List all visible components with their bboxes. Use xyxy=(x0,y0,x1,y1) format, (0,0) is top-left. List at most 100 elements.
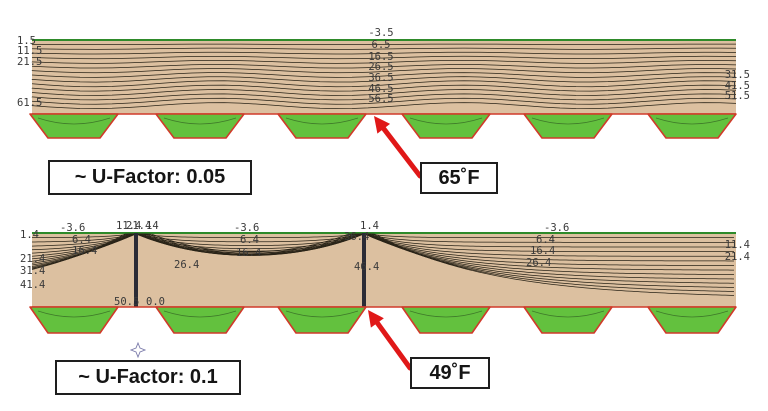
isotherm-label: 11.4 xyxy=(725,239,750,251)
isotherm-label: -3.6 xyxy=(544,222,569,234)
cavity-isotherm xyxy=(37,310,111,318)
isotherm-line xyxy=(31,76,737,83)
cavity-isotherm xyxy=(37,117,111,125)
top-wall-section xyxy=(29,39,737,139)
cavity-isotherm xyxy=(409,310,483,318)
isotherm-label: 21.4 xyxy=(725,251,750,263)
cavity-6 xyxy=(647,113,737,139)
cavity-2 xyxy=(155,306,245,334)
isotherm-line xyxy=(31,51,737,55)
cavity-3 xyxy=(277,306,367,334)
cavity-isotherm xyxy=(531,310,605,318)
isotherm-label: 21.5 xyxy=(17,56,42,68)
isotherm-line xyxy=(31,233,735,288)
isotherm-label: 0.0 xyxy=(146,296,165,308)
steel-stud-2 xyxy=(362,233,366,307)
cavity-4 xyxy=(401,306,491,334)
arrow-top-head xyxy=(374,116,391,134)
isotherm-label: 36.4 xyxy=(344,231,369,243)
isotherm-label: 31.5 xyxy=(725,69,750,81)
surface-temp-callout-top: 65˚F xyxy=(420,162,498,194)
isotherm-label: 16.4 xyxy=(72,245,97,257)
cavity-isotherm xyxy=(285,117,359,125)
isotherm-label: 36.5 xyxy=(368,72,393,84)
cavity-isotherm xyxy=(163,117,237,125)
arrow-bottom-shaft xyxy=(374,320,413,371)
isotherm-label: 61.5 xyxy=(17,97,42,109)
isotherm-line xyxy=(31,233,735,284)
isotherm-label: 26.4 xyxy=(526,257,551,269)
isotherm-line xyxy=(31,233,735,292)
cavity-2 xyxy=(155,113,245,139)
u-factor-callout-top: ~ U-Factor: 0.05 xyxy=(48,160,252,195)
isotherm-label: 6.4 xyxy=(240,234,259,246)
isotherm-label: 1.4 xyxy=(20,229,39,241)
isotherm-label: -3.6 xyxy=(60,222,85,234)
isotherm-label: 26.4 xyxy=(174,259,199,271)
isotherm-label: 46.5 xyxy=(368,83,393,95)
isotherm-line xyxy=(31,84,737,92)
isotherm-line xyxy=(31,47,737,50)
isotherm-label: 6.4 xyxy=(536,234,555,246)
isotherm-line xyxy=(31,93,737,101)
surface-temp-callout-bottom: 49˚F xyxy=(410,357,490,389)
cavity-isotherm xyxy=(163,310,237,318)
cavity-1 xyxy=(29,113,119,139)
u-factor-callout-bottom: ~ U-Factor: 0.1 xyxy=(55,360,241,395)
sparkle-marker-icon xyxy=(129,341,147,359)
isotherm-line xyxy=(31,233,735,280)
isotherm-label: 6.5 xyxy=(372,39,391,51)
isotherm-line xyxy=(31,43,737,46)
isotherm-label: 21.4 xyxy=(20,253,45,265)
isotherm-label: 21.4 xyxy=(126,220,151,232)
bottom-wall-section xyxy=(29,232,737,334)
cavity-5 xyxy=(523,113,613,139)
cavity-isotherm xyxy=(655,117,729,125)
isotherm-line xyxy=(31,72,737,78)
arrow-bottom-head xyxy=(368,310,384,328)
steel-stud-1 xyxy=(134,233,138,307)
isotherm-line xyxy=(31,55,737,60)
isotherm-label: 46.4 xyxy=(354,261,379,273)
isotherm-label: 16.4 xyxy=(236,247,261,259)
cavity-5 xyxy=(523,306,613,334)
isotherm-label: 31.4 xyxy=(20,265,45,277)
cavity-isotherm xyxy=(285,310,359,318)
wall-fill xyxy=(32,233,736,307)
isotherm-line xyxy=(31,233,734,239)
cavity-isotherm xyxy=(531,117,605,125)
isotherm-label: -3.5 xyxy=(368,27,393,39)
isotherm-label: 1.4 xyxy=(360,220,379,232)
isotherm-label: 50.5 xyxy=(114,296,139,308)
isotherm-label: 56.5 xyxy=(368,93,393,105)
isotherm-line xyxy=(31,80,737,88)
cavity-4 xyxy=(401,113,491,139)
isotherm-label: 51.5 xyxy=(725,90,750,102)
isotherm-line xyxy=(31,233,735,296)
isotherm-label: -3.6 xyxy=(234,222,259,234)
callout-arrows xyxy=(368,116,423,371)
cavity-isotherm xyxy=(409,117,483,125)
isotherm-labels: 1.511.521.5 61.5 -3.56.516.526.536.546.556… xyxy=(17,27,750,308)
isotherm-label: 26.5 xyxy=(368,61,393,73)
cavity-1 xyxy=(29,306,119,334)
cursor-marker-icon xyxy=(129,341,147,359)
arrow-top-shaft xyxy=(381,126,423,179)
isotherm-label: 6.4 xyxy=(72,234,91,246)
isotherm-label: 16.5 xyxy=(368,51,393,63)
isotherm-line xyxy=(31,60,737,64)
isotherm-line xyxy=(31,68,737,74)
isotherm-label: 14 xyxy=(146,220,159,232)
isotherm-label: 11.4 xyxy=(116,220,141,232)
isotherm-label: 16.4 xyxy=(530,245,555,257)
cavity-3 xyxy=(277,113,367,139)
isotherm-label: 1.5 xyxy=(17,35,36,47)
isotherm-label: 41.5 xyxy=(725,80,750,92)
cavity-isotherm xyxy=(655,310,729,318)
isotherm-line xyxy=(31,102,737,109)
cavity-6 xyxy=(647,306,737,334)
isotherm-label: 41.4 xyxy=(20,279,45,291)
isotherm-label: 11.5 xyxy=(17,45,42,57)
